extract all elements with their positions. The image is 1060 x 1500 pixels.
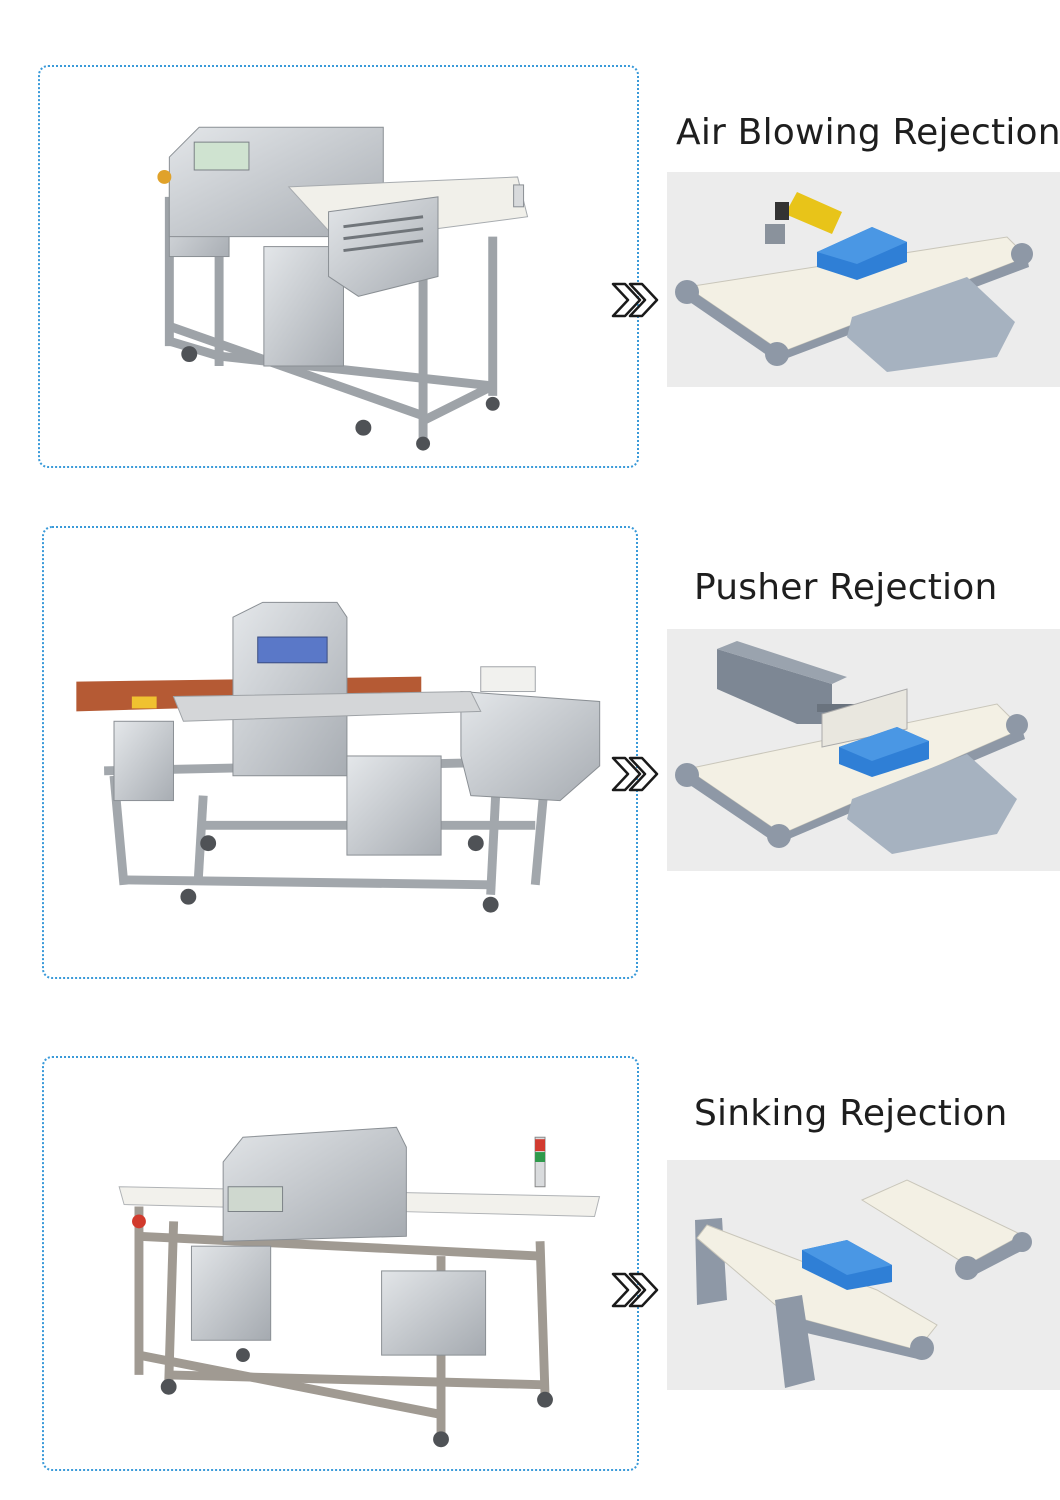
double-chevron-right-icon <box>611 1272 659 1308</box>
diagram-sinking <box>667 1160 1060 1390</box>
section-title-air-blowing: Air Blowing Rejection <box>676 112 1060 153</box>
metal-detector-machine-air-blowing <box>157 126 529 451</box>
double-chevron-right-icon <box>611 282 659 318</box>
metal-detector-machine-pusher <box>76 601 601 913</box>
section-title-sinking: Sinking Rejection <box>694 1093 1008 1134</box>
pusher-rejector-diagram <box>675 641 1028 854</box>
machine-photo-frame-air-blowing <box>38 65 639 468</box>
diagram-pusher <box>667 629 1060 871</box>
double-chevron-right-icon <box>611 756 659 792</box>
air-blowing-rejector-diagram <box>675 192 1033 372</box>
metal-detector-machine-sinking <box>118 1126 601 1448</box>
machine-photo-frame-pusher <box>42 526 638 979</box>
diagram-air-blowing <box>667 172 1060 387</box>
sinking-rejector-diagram <box>695 1179 1032 1388</box>
section-title-pusher: Pusher Rejection <box>694 567 998 608</box>
machine-photo-frame-sinking <box>42 1056 639 1471</box>
